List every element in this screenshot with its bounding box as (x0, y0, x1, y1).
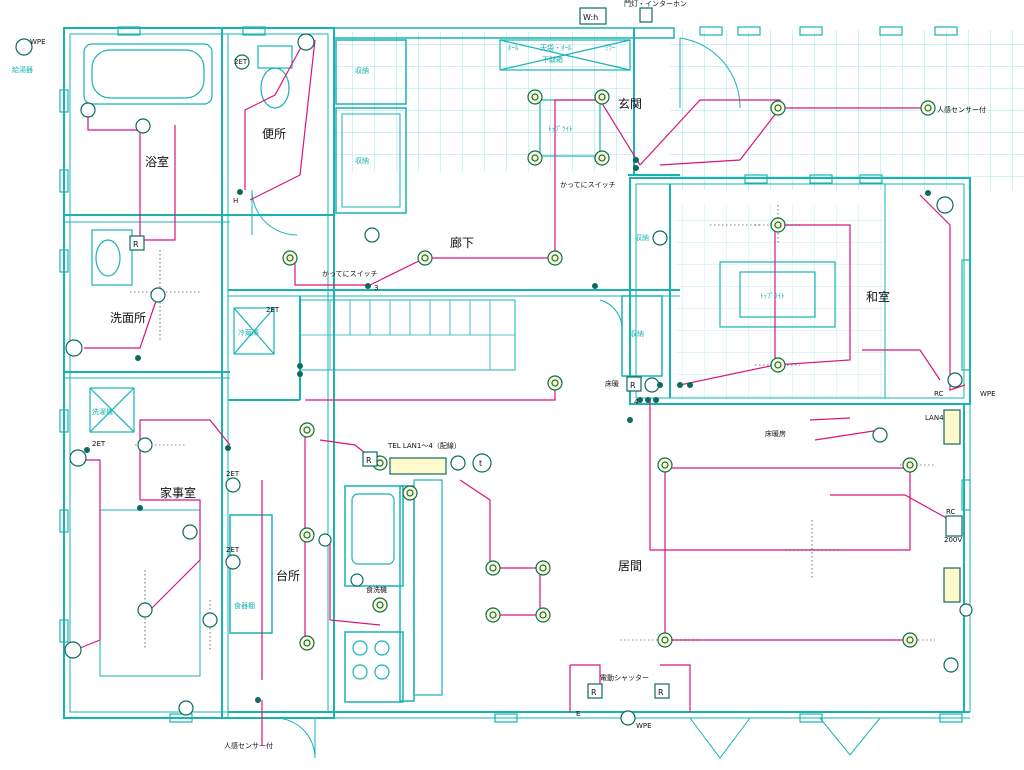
label-2et-5: 2ET (226, 546, 240, 554)
stair-treads (300, 300, 515, 370)
walls (63, 27, 971, 719)
label-fridge: 冷蔵庫 (238, 328, 259, 337)
label-mirror: ﾐﾗｰ (605, 44, 616, 52)
label-2et-3: 2ET (92, 440, 106, 448)
doors (251, 37, 881, 759)
label-e: E (576, 710, 580, 718)
room-kitchen: 台所 (276, 568, 300, 583)
label-floor-heating-area: 床暖房 (765, 429, 786, 438)
window-markers (59, 26, 971, 723)
label-remote-5: R (658, 688, 664, 697)
room-washroom: 洗面所 (110, 311, 146, 325)
label-wpe-2: WPE (636, 722, 652, 730)
switch-dots (84, 157, 931, 703)
label-electric-shutter: 電動シャッター (600, 673, 649, 682)
label-storage-3: 収納 (635, 233, 649, 242)
label-gate-intercom: 門灯・インターホン (624, 0, 687, 8)
label-motion-sensor-bottom: 人感センサー付 (224, 741, 273, 750)
label-cupboard: 食器棚 (234, 601, 255, 610)
label-2et-4: 2ET (226, 470, 240, 478)
label-n4: 4 (634, 398, 639, 406)
label-200v: 200V (944, 536, 962, 544)
label-n3: 3 (374, 284, 378, 292)
room-toilet: 便所 (262, 127, 286, 141)
label-top-light-1: ﾄｯﾌﾟﾗｲﾄ (548, 125, 573, 133)
label-remote-4: R (591, 688, 597, 697)
label-shoe-cabinet: 下駄箱 (542, 55, 563, 64)
label-lan4: LAN4 (925, 414, 944, 422)
fixtures (83, 39, 836, 696)
annotation-labels: W:h 門灯・インターホン 人感センサー付 人感センサー付 かってにスイッチ か… (12, 0, 996, 750)
room-entrance: 玄関 (618, 96, 642, 111)
label-floor-heating: 床暖 (605, 379, 619, 388)
label-remote-2: R (366, 456, 372, 465)
label-entrance-combo: 天袋・ｵｰﾙ (540, 43, 572, 52)
label-remote-3: R (630, 381, 636, 390)
remote-labels: R R R R R (133, 240, 664, 697)
label-tel-lan: TEL LAN1～4（配線） (387, 441, 461, 450)
label-storage-2: 収納 (355, 156, 369, 165)
outlets (15, 33, 973, 726)
label-wpe-3: WPE (30, 38, 46, 46)
room-living: 居間 (618, 559, 642, 573)
label-2et-2: 2ET (266, 306, 280, 314)
label-2et-1: 2ET (234, 58, 248, 66)
label-h: H (233, 197, 238, 205)
label-rc-1: RC (934, 390, 944, 398)
wiring (74, 39, 966, 745)
label-storage-1: 収納 (355, 66, 369, 75)
label-t: t (479, 459, 482, 468)
room-utility: 家事室 (160, 485, 196, 500)
misc-boxes (389, 7, 963, 603)
room-hallway: 廊下 (450, 235, 474, 250)
label-wpe-1: WPE (980, 390, 996, 398)
ceiling-lights (282, 89, 936, 651)
label-remote-1: R (133, 240, 139, 249)
room-bath: 浴室 (145, 154, 169, 169)
label-storage-4: 収納 (630, 329, 644, 338)
label-auto-switch-1: かってにスイッチ (560, 181, 616, 189)
label-wh: W:h (583, 13, 598, 22)
label-rc-2: RC (946, 508, 956, 516)
label-laundry: 洗濯機 (92, 407, 113, 416)
label-top-light-2: ﾄｯﾌﾟﾗｲﾄ (760, 292, 785, 300)
room-labels: 浴室 便所 玄関 廊下 洗面所 和室 家事室 台所 居間 (110, 96, 890, 583)
label-auto-switch-2: かってにスイッチ (322, 270, 378, 278)
remote-boxes (129, 235, 670, 699)
label-water-heater: 給湯器 (12, 65, 33, 74)
fixture-labels: 収納 収納 収納 収納 下駄箱 天袋・ｵｰﾙ ﾎｰﾙ ﾐﾗｰ ﾄｯﾌﾟﾗｲﾄ ﾄ… (92, 43, 785, 610)
label-hall-stand: ﾎｰﾙ (508, 44, 519, 52)
label-dishwasher: 食洗機 (366, 585, 387, 594)
room-japanese: 和室 (866, 289, 890, 304)
label-motion-sensor-top: 人感センサー付 (937, 105, 986, 114)
